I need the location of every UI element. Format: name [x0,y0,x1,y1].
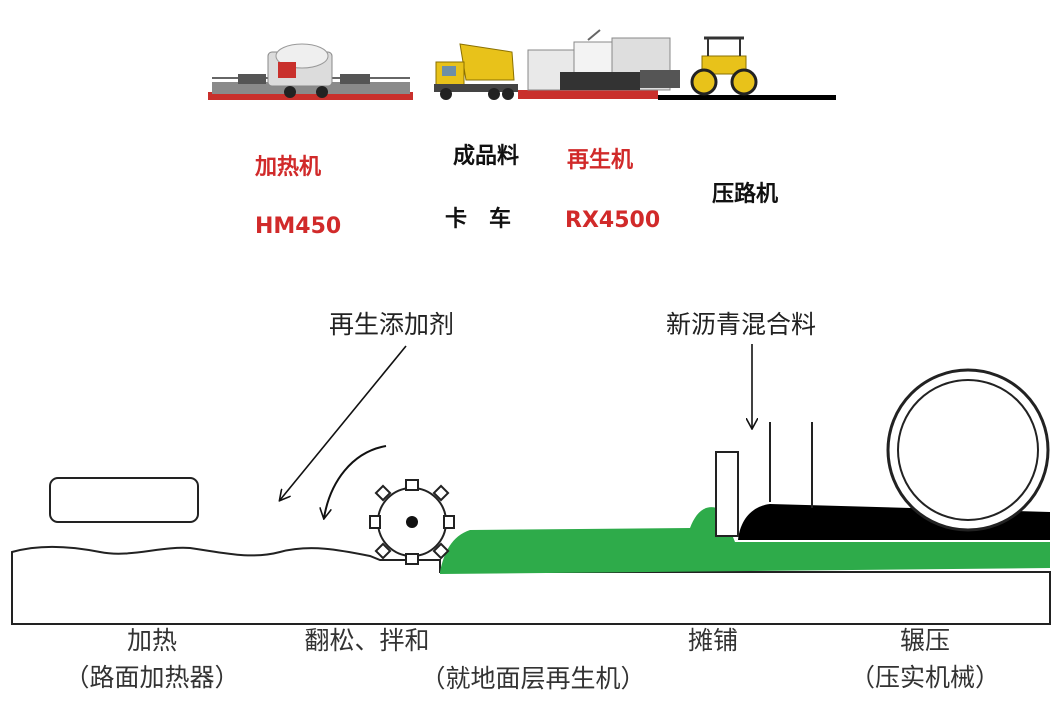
additive-label: 再生添加剂 [329,310,455,339]
heater-model-label: HM450 [255,214,342,239]
step-heating-title: 加热 [126,626,177,655]
step-paving: 摊铺 [687,626,738,655]
recycled-mix-layer [440,507,1050,574]
additive-arrow [280,345,407,500]
step-compaction-equipment: （压实机械） [849,663,1000,692]
milling-drum [369,479,455,565]
step-heating-equipment: （路面加热器） [64,663,240,692]
roller-name-label: 压路机 [712,182,779,207]
pavement-base [11,545,1051,625]
road-heater-box [49,477,199,523]
rotation-arrow [324,445,387,518]
recycler-machine-illustration [518,29,680,99]
recycler-model-label: RX4500 [565,208,661,233]
step-milling-equipment: （就地面层再生机） [420,664,646,693]
step-heating: 加热 （路面加热器） [52,628,252,690]
step-compaction-title: 辗压 [899,626,950,655]
roller-drum-inner [897,379,1039,521]
heater-machine-illustration [208,43,413,100]
new-mix-label: 新沥青混合料 [666,310,817,339]
recycler-name-label: 再生机 [567,148,634,173]
truck-label-line1: 成品料 [453,144,520,169]
paver-screed [715,451,739,537]
truck-label-line2: 卡 车 [445,207,512,232]
step-compaction: 辗压 （压实机械） [840,628,1010,690]
dump-truck-illustration [434,43,518,100]
road-roller-illustration [658,36,836,100]
step-milling-title: 翻松、拌和 [304,626,430,655]
heater-name-label: 加热机 [255,155,322,180]
